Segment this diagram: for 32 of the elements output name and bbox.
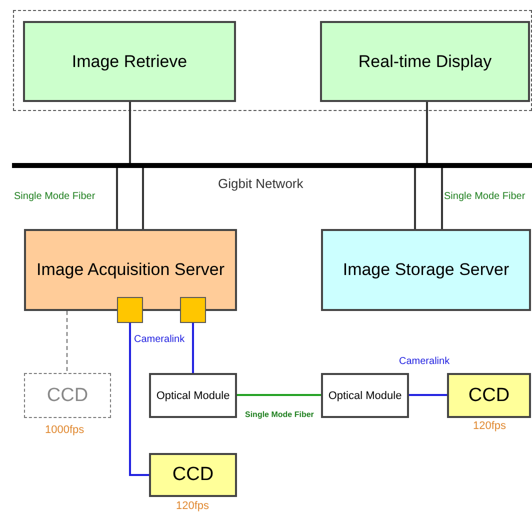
- server-box: Image Storage Server: [321, 229, 531, 311]
- process-box: Real-time Display: [320, 21, 530, 102]
- frame-rate-label: 120fps: [473, 420, 506, 432]
- connector-line: [237, 394, 321, 396]
- connector-line: [414, 168, 416, 229]
- edge-label: Single Mode Fiber: [14, 191, 96, 202]
- camera-box: CCD: [149, 453, 237, 497]
- module-box: Optical Module: [321, 373, 409, 418]
- edge-label: Single Mode Fiber: [245, 410, 314, 419]
- edge-label: Single Mode Fiber: [444, 191, 526, 202]
- edge-label: Cameralink: [399, 356, 450, 367]
- server-box: Image Acquisition Server: [24, 229, 237, 311]
- connector-line: [129, 323, 149, 476]
- connector-line: [192, 323, 194, 373]
- connector-line: [66, 311, 68, 373]
- frame-rate-label: 1000fps: [45, 424, 84, 436]
- port-square: [180, 297, 206, 323]
- dashed-group-box: [13, 10, 532, 111]
- connector-line: [441, 168, 443, 229]
- camera-box: CCD: [24, 373, 111, 418]
- connector-line: [129, 102, 131, 163]
- connector-line: [409, 394, 447, 396]
- camera-box: CCD: [447, 373, 531, 418]
- connector-line: [116, 168, 118, 229]
- process-box: Image Retrieve: [23, 21, 236, 102]
- frame-rate-label: 120fps: [176, 500, 210, 512]
- connector-line: [426, 102, 428, 163]
- network-label: Gigbit Network: [218, 176, 304, 191]
- module-box: Optical Module: [149, 373, 237, 418]
- port-square: [117, 297, 143, 323]
- connector-line: [142, 168, 144, 229]
- edge-label: Cameralink: [134, 334, 185, 345]
